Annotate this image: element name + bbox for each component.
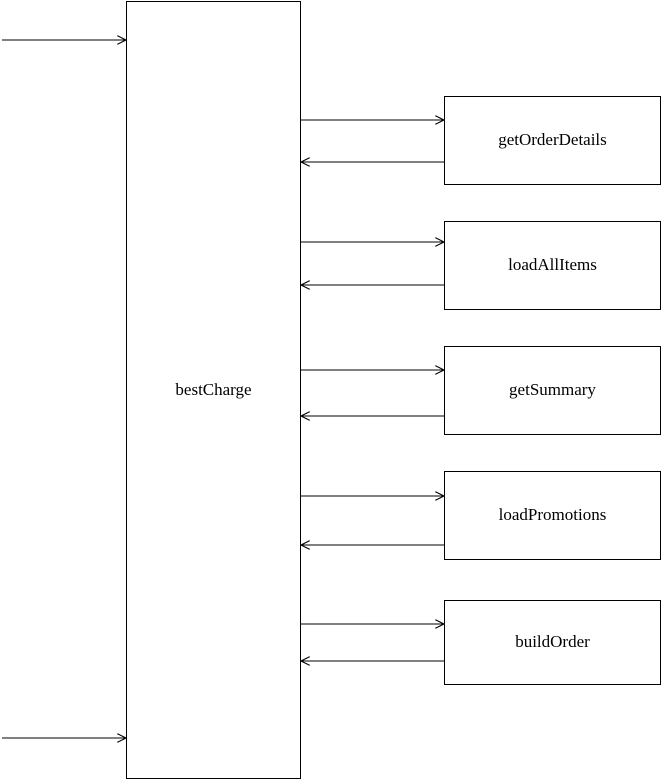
function-rect [444, 600, 661, 685]
function-rect [444, 346, 661, 435]
main-function-label: bestCharge [175, 380, 251, 399]
function-label: getOrderDetails [498, 130, 607, 149]
function-label: loadPromotions [499, 505, 607, 524]
function-box-loadpromotions: loadPromotions [300, 471, 661, 560]
function-rect [444, 471, 661, 560]
function-rect [444, 96, 661, 185]
function-label: getSummary [509, 380, 596, 399]
function-box-getsummary: getSummary [300, 346, 661, 435]
function-box-loadallitems: loadAllItems [300, 221, 661, 310]
function-box-getorderdetails: getOrderDetails [300, 96, 661, 185]
function-label: loadAllItems [508, 255, 597, 274]
function-label: buildOrder [515, 632, 590, 651]
function-box-buildorder: buildOrder [300, 600, 661, 685]
function-rect [444, 221, 661, 310]
main-function-box: bestCharge [126, 1, 301, 779]
main-function-rect [126, 1, 301, 779]
